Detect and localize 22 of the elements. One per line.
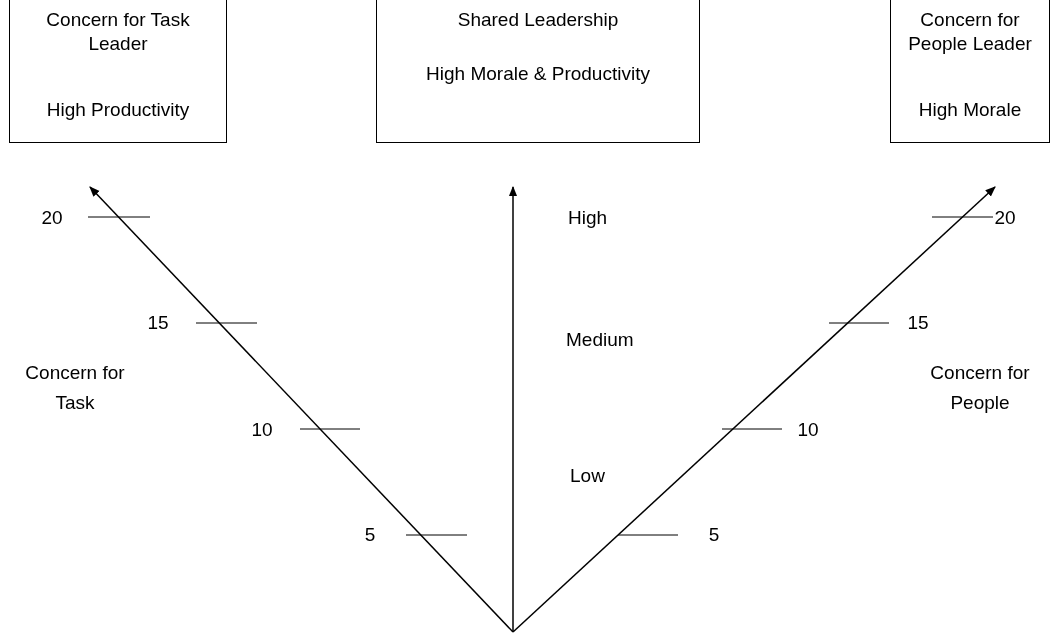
tick-label: 15	[907, 311, 929, 335]
box-text: High Morale	[917, 98, 1023, 122]
box-text: High Productivity	[45, 98, 191, 122]
box-text: High Morale & Productivity	[425, 62, 651, 86]
box-heading: Concern for Task Leader	[45, 8, 191, 56]
tick-label: 15	[147, 311, 169, 335]
text-box	[890, 0, 1050, 143]
text-box	[9, 0, 227, 143]
axis-title: Concern for People	[929, 361, 1031, 415]
tick-label: 20	[994, 206, 1016, 230]
tick-label: 5	[364, 523, 376, 547]
tick-label: 10	[251, 418, 273, 442]
text-box	[376, 0, 700, 143]
tick-label: 20	[41, 206, 63, 230]
axis-title: Concern for Task	[24, 361, 126, 415]
scale-label: High	[568, 206, 608, 230]
scale-label: Medium	[566, 328, 634, 352]
tick-label: 5	[708, 523, 720, 547]
box-heading: Shared Leadership	[456, 8, 620, 32]
box-heading: Concern for People Leader	[907, 8, 1033, 56]
scale-label: Low	[570, 464, 605, 488]
tick-label: 10	[797, 418, 819, 442]
